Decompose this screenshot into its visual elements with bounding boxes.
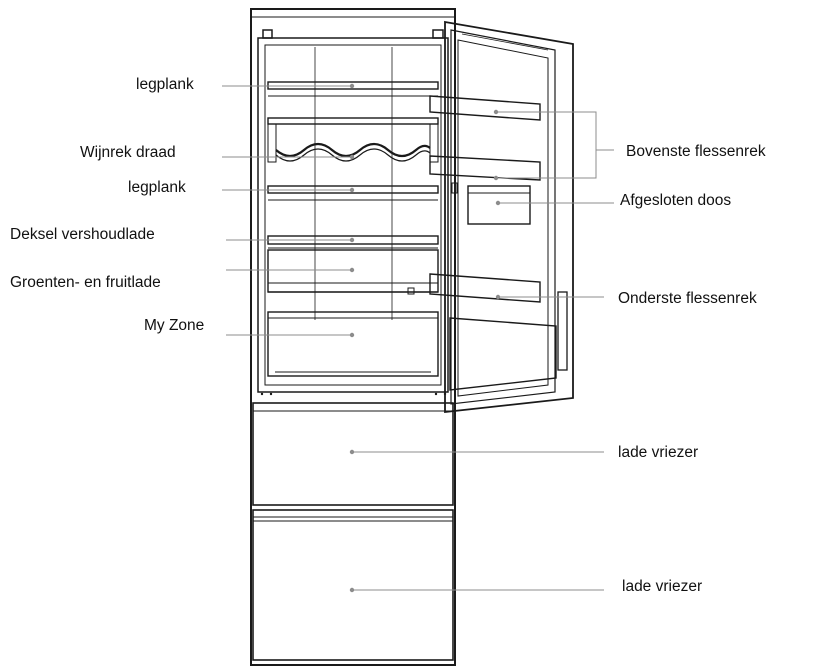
hinge-left bbox=[263, 30, 272, 38]
lower-bottle-rack bbox=[430, 274, 540, 302]
base-dot bbox=[270, 393, 272, 395]
leader-dots bbox=[350, 84, 500, 592]
upper-bottle-rack-1 bbox=[430, 96, 540, 120]
drawer-latch bbox=[408, 288, 414, 294]
leader-dot bbox=[350, 84, 354, 88]
leader-dot bbox=[350, 238, 354, 242]
door-frame-inner bbox=[451, 30, 555, 404]
label-groenten-fruitlade: Groenten- en fruitlade bbox=[10, 274, 161, 292]
door-top-detail bbox=[462, 34, 548, 50]
label-legplank-top: legplank bbox=[136, 76, 194, 94]
wine-rack-side-left bbox=[268, 124, 276, 162]
label-legplank-mid: legplank bbox=[128, 179, 186, 197]
my-zone-drawer bbox=[268, 312, 438, 376]
base-dot bbox=[261, 393, 263, 395]
leader-dot bbox=[350, 268, 354, 272]
label-deksel-vershoudlade: Deksel vershoudlade bbox=[10, 226, 155, 244]
base-dot bbox=[435, 393, 437, 395]
leader-dot bbox=[496, 201, 500, 205]
label-bovenste-flessenrek: Bovenste flessenrek bbox=[626, 143, 766, 161]
base-dot bbox=[444, 393, 446, 395]
door-bottom-panel bbox=[450, 318, 556, 390]
leader-dot bbox=[494, 110, 498, 114]
door-outline bbox=[445, 22, 573, 412]
fridge-outer-frame bbox=[251, 9, 455, 665]
door-handle bbox=[558, 292, 567, 370]
label-lade-vriezer-bottom: lade vriezer bbox=[622, 578, 702, 596]
label-my-zone: My Zone bbox=[144, 317, 204, 335]
fridge-body bbox=[251, 9, 455, 665]
leader-dot bbox=[496, 295, 500, 299]
label-wijnrek-draad: Wijnrek draad bbox=[80, 144, 176, 162]
door-liner bbox=[458, 40, 548, 396]
closed-box bbox=[468, 186, 530, 224]
base-markers bbox=[261, 393, 446, 395]
wine-rack-shelf bbox=[268, 118, 438, 124]
leader-dot bbox=[350, 155, 354, 159]
leader-dot bbox=[350, 450, 354, 454]
leader-dot bbox=[494, 176, 498, 180]
leader-bovenste-bracket bbox=[496, 112, 596, 178]
label-onderste-flessenrek: Onderste flessenrek bbox=[618, 290, 757, 308]
fridge-compartment-outer bbox=[258, 38, 448, 392]
wine-rack-wire bbox=[276, 144, 430, 156]
upper-bottle-rack-2 bbox=[430, 156, 540, 180]
leader-dot bbox=[350, 588, 354, 592]
leader-dot bbox=[350, 188, 354, 192]
label-afgesloten-doos: Afgesloten doos bbox=[620, 192, 731, 210]
hinge-right bbox=[433, 30, 443, 38]
leader-dot bbox=[350, 333, 354, 337]
fridge-door bbox=[430, 22, 573, 412]
freezer-drawer-top bbox=[253, 403, 453, 505]
label-lade-vriezer-top: lade vriezer bbox=[618, 444, 698, 462]
freezer-drawer-bottom bbox=[253, 510, 453, 660]
